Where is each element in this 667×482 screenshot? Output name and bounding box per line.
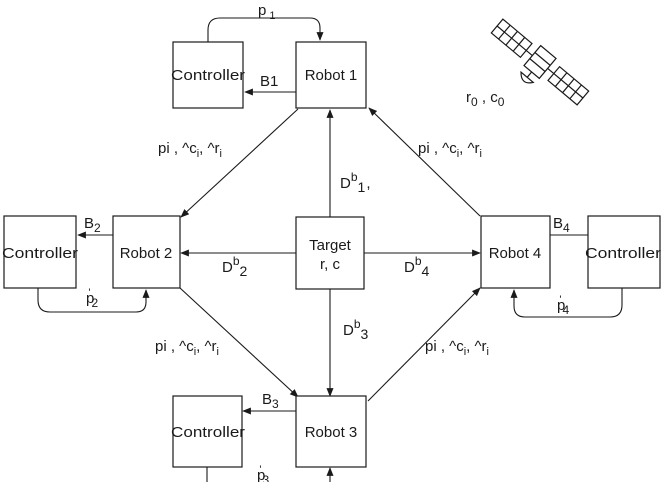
controller3-label: Controller bbox=[171, 424, 245, 441]
label-d3: Db3 bbox=[343, 317, 369, 342]
label-b1: B1 bbox=[260, 73, 278, 90]
label-p4-prime: p'4 bbox=[557, 294, 569, 317]
label-pi-robot2-robot3: pi , ^ci, ^ri bbox=[155, 338, 219, 358]
controller1-node bbox=[172, 41, 244, 109]
label-b3: B3 bbox=[262, 391, 279, 411]
controller2-label: Controller bbox=[2, 245, 78, 262]
edge-robot1-to-robot2 bbox=[180, 108, 299, 218]
label-pi-robot4-robot1: pi , ^ci, ^ri bbox=[418, 140, 482, 160]
controller4-label: Controller bbox=[585, 245, 661, 262]
robot3-label: Robot 3 bbox=[305, 424, 358, 441]
controller4-node bbox=[587, 215, 661, 289]
robot2-label: Robot 2 bbox=[120, 245, 173, 262]
label-p2-prime: p'2 bbox=[86, 287, 98, 310]
controller2-node bbox=[3, 215, 77, 289]
target-node bbox=[295, 216, 365, 290]
robot4-label: Robot 4 bbox=[489, 245, 542, 262]
controller3-node bbox=[172, 395, 243, 468]
satellite-label: r0 , c0 bbox=[466, 89, 505, 109]
label-d2: Db2 bbox=[222, 254, 248, 279]
edge-controller4-to-robot4 bbox=[510, 288, 623, 318]
robot1-node bbox=[295, 41, 367, 109]
controller1-label: Controller bbox=[171, 67, 245, 84]
robot3-node bbox=[295, 395, 367, 468]
edge-controller1-to-robot1 bbox=[207, 17, 324, 42]
edge-robot3-to-robot4 bbox=[367, 287, 481, 402]
edge-controller2-to-robot2 bbox=[37, 288, 150, 313]
label-p3-prime: p'3 bbox=[257, 464, 269, 482]
label-pi-robot3-robot4: pi , ^ci, ^ri bbox=[425, 338, 489, 358]
satellite-icon bbox=[490, 18, 590, 106]
label-b2: B2 bbox=[84, 215, 101, 235]
robot1-label: Robot 1 bbox=[305, 67, 358, 84]
robot4-node bbox=[480, 215, 551, 289]
target-label: Target bbox=[309, 237, 352, 254]
label-pi-robot1-robot2: pi , ^ci, ^ri bbox=[158, 140, 222, 160]
label-d4: Db4 bbox=[404, 254, 430, 279]
edge-robot2-to-robot3 bbox=[179, 287, 299, 398]
edge-robot4-to-robot1 bbox=[368, 107, 481, 217]
robot2-node bbox=[112, 215, 181, 289]
label-d1: Db1, bbox=[340, 170, 371, 195]
label-b4: B4 bbox=[553, 215, 570, 235]
target-sublabel: r, c bbox=[320, 256, 341, 273]
